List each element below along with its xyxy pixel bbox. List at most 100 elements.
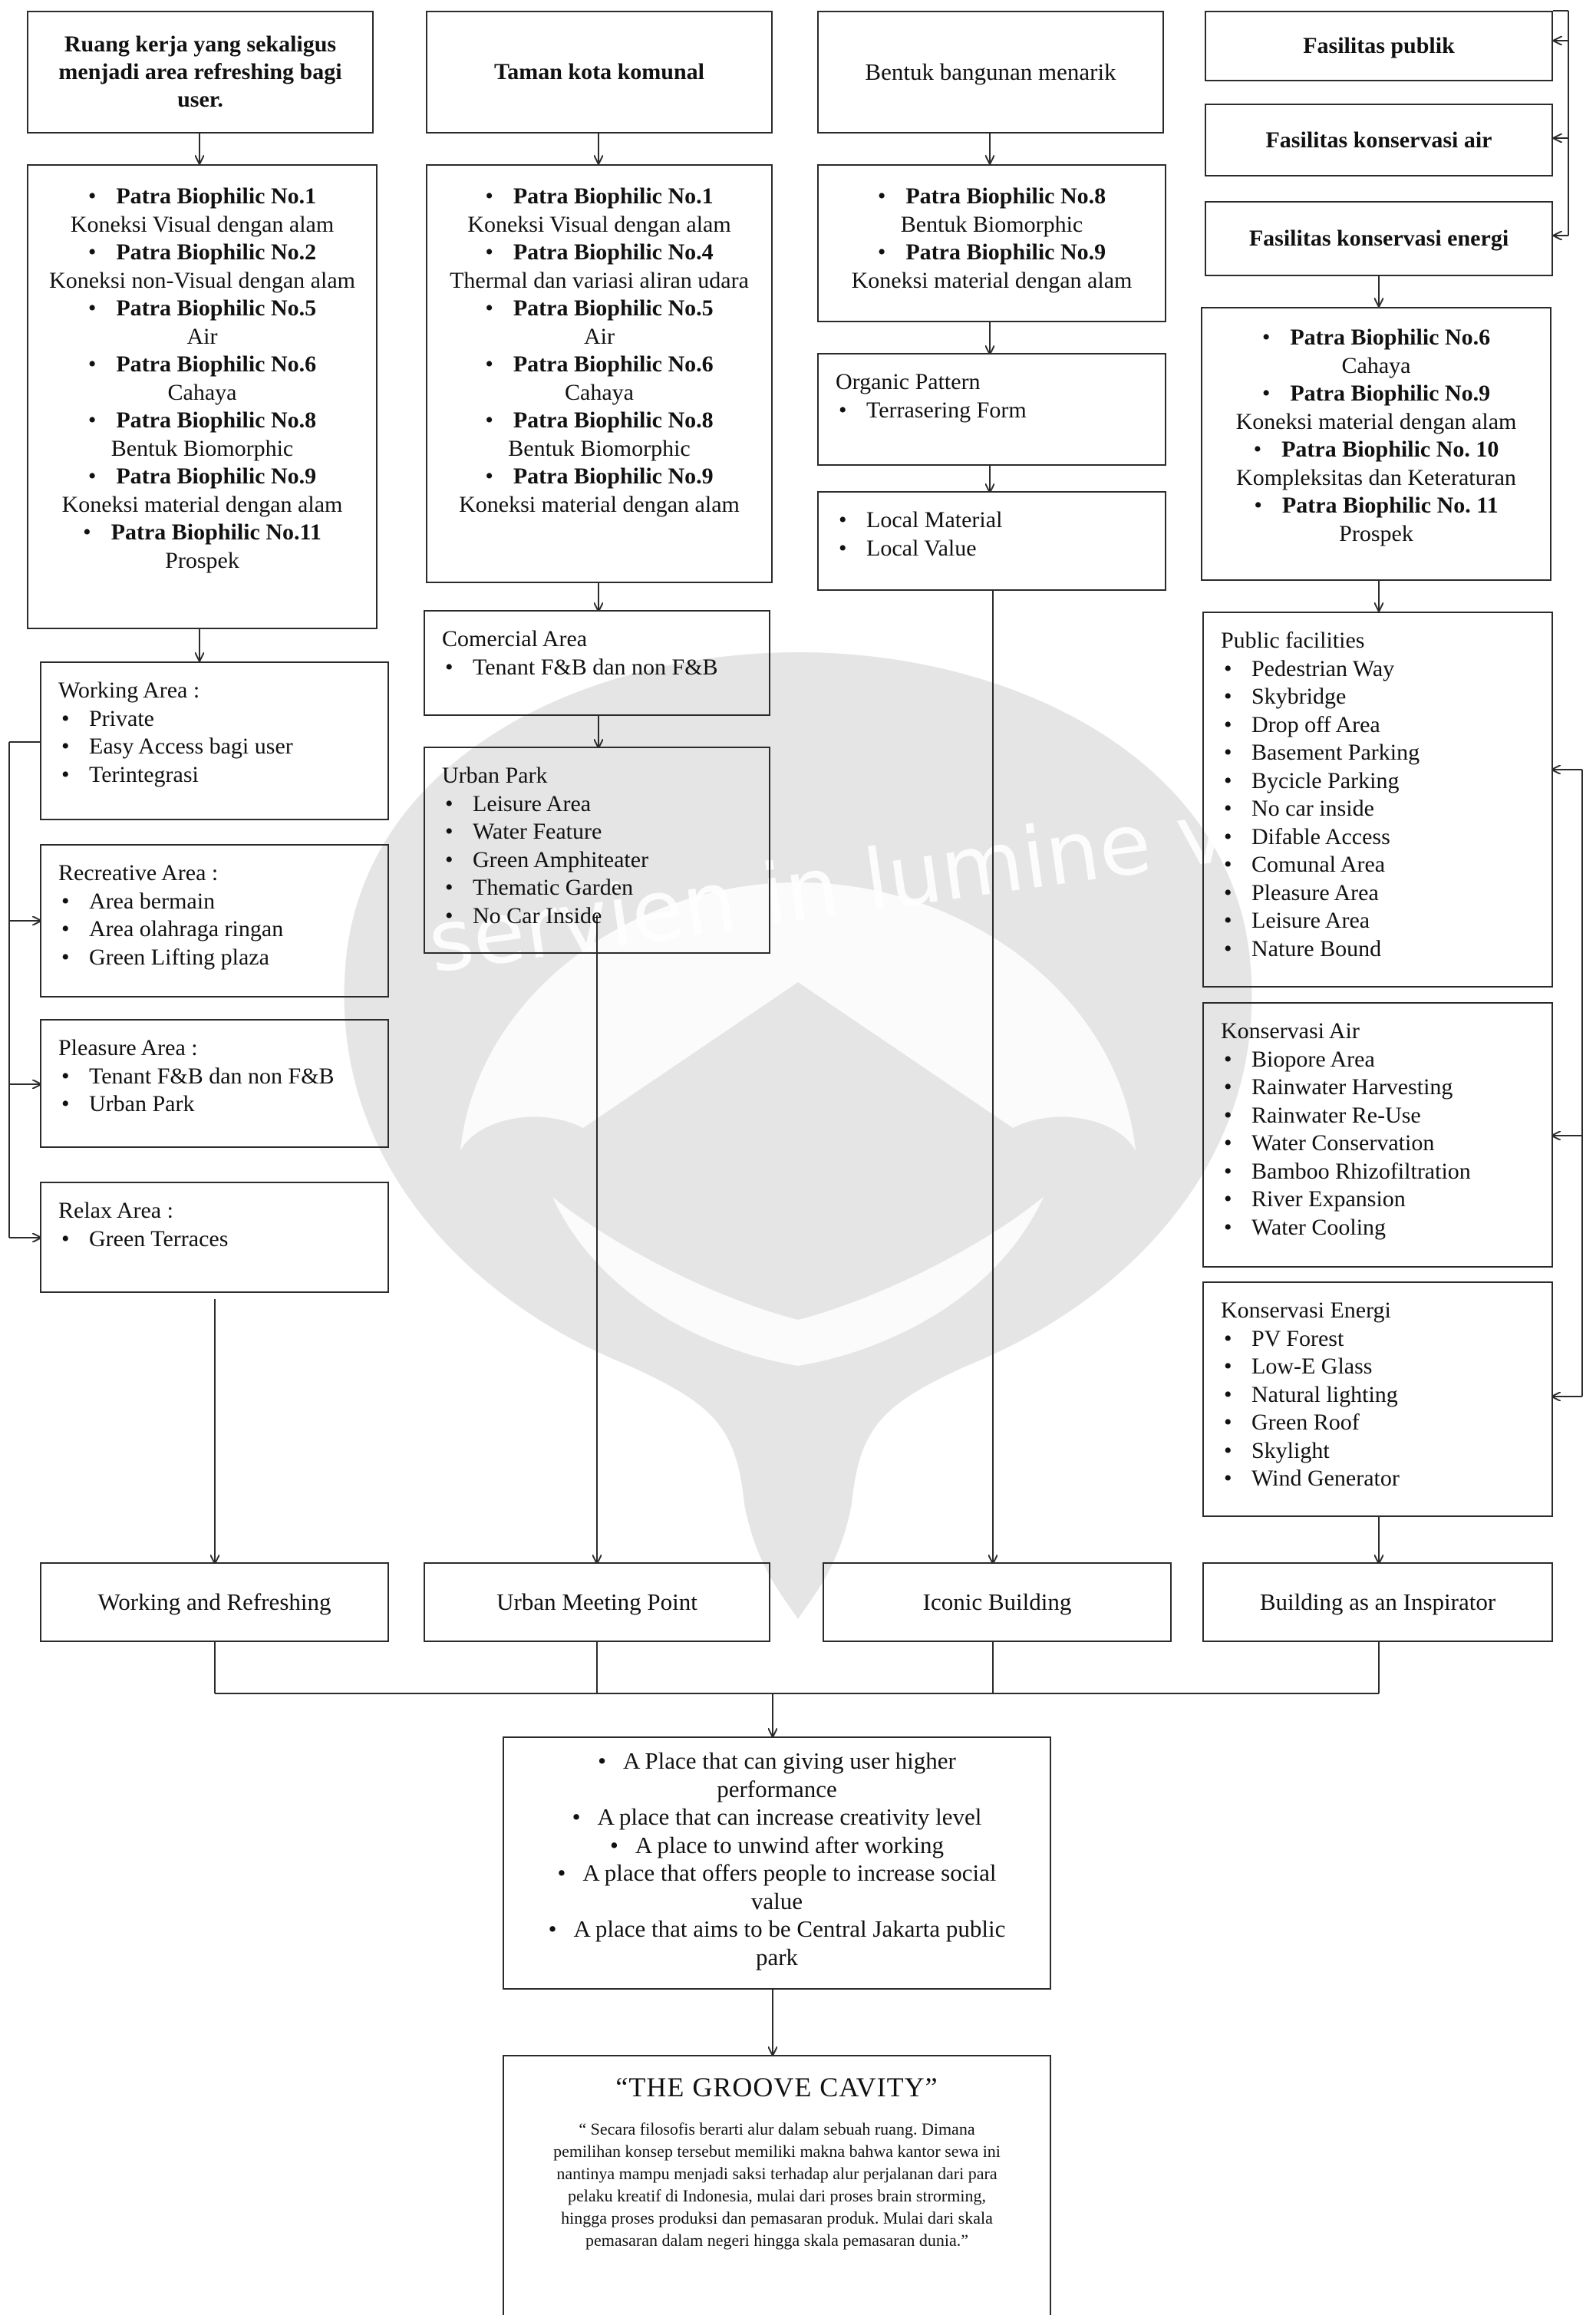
list-item: Private bbox=[58, 705, 372, 734]
col2-outcome: Urban Meeting Point bbox=[424, 1562, 770, 1642]
result-item: •A place to unwind after working bbox=[610, 1831, 944, 1858]
col1-outcome: Working and Refreshing bbox=[40, 1562, 389, 1642]
list-item: Low-E Glass bbox=[1221, 1353, 1536, 1381]
patra-desc: Bentuk Biomorphic bbox=[900, 211, 1083, 237]
list-item: Green Roof bbox=[1221, 1409, 1536, 1437]
area-title: Recreative Area : bbox=[58, 860, 219, 885]
list-item: Easy Access bagi user bbox=[58, 733, 372, 761]
col2-urban-park: Urban Park Leisure Area Water Feature Gr… bbox=[424, 747, 770, 954]
col3-header: Bentuk bangunan menarik bbox=[817, 11, 1164, 134]
list-item: PV Forest bbox=[1221, 1325, 1536, 1354]
list-item: Bamboo Rhizofiltration bbox=[1221, 1158, 1536, 1186]
list-item: Difable Access bbox=[1221, 823, 1536, 852]
patra-desc: Bentuk Biomorphic bbox=[110, 435, 294, 461]
col4-header-text: Fasilitas publik bbox=[1303, 33, 1455, 58]
outcome-label: Iconic Building bbox=[922, 1588, 1072, 1615]
list-item: Area olahraga ringan bbox=[58, 915, 372, 944]
list-item: Skybridge bbox=[1221, 683, 1536, 711]
patra-desc: Cahaya bbox=[167, 379, 237, 405]
result-item: •A place that offers people to increase … bbox=[557, 1859, 997, 1914]
patra-title: Patra Biophilic No.6 bbox=[1209, 324, 1544, 352]
patra-title: Patra Biophilic No.8 bbox=[825, 183, 1159, 211]
col2-commercial-area: Comercial Area Tenant F&B dan non F&B bbox=[424, 610, 770, 716]
list-item: Wind Generator bbox=[1221, 1465, 1536, 1493]
concept-title: “THE GROOVE CAVITY” bbox=[615, 2072, 938, 2102]
patra-desc: Koneksi material dengan alam bbox=[851, 267, 1133, 293]
result-text: A place that aims to be Central Jakarta … bbox=[573, 1915, 1006, 1970]
list-item: Natural lighting bbox=[1221, 1381, 1536, 1410]
list-item: Tenant F&B dan non F&B bbox=[442, 654, 753, 682]
col4-header-water: Fasilitas konservasi air bbox=[1205, 104, 1553, 176]
col1-relax-area: Relax Area : Green Terraces bbox=[40, 1182, 389, 1293]
col4-public-facilities: Public facilities Pedestrian Way Skybrid… bbox=[1202, 612, 1553, 988]
col2-patra-box: Patra Biophilic No.1 Koneksi Visual deng… bbox=[426, 164, 773, 583]
area-title: Comercial Area bbox=[442, 626, 588, 651]
concept-description: “ Secara filosofis berarti alur dalam se… bbox=[553, 2119, 1001, 2250]
outcome-label: Urban Meeting Point bbox=[496, 1588, 697, 1615]
patra-title: Patra Biophilic No.5 bbox=[35, 295, 370, 323]
list-item: Nature Bound bbox=[1221, 935, 1536, 964]
patra-desc: Koneksi Visual dengan alam bbox=[467, 211, 731, 237]
col1-recreative-area: Recreative Area : Area bermain Area olah… bbox=[40, 844, 389, 998]
list-item: Pleasure Area bbox=[1221, 879, 1536, 908]
outcome-label: Building as an Inspirator bbox=[1259, 1588, 1496, 1615]
list-item: Leisure Area bbox=[1221, 907, 1536, 935]
list-item: River Expansion bbox=[1221, 1186, 1536, 1214]
patra-title: Patra Biophilic No.8 bbox=[35, 407, 370, 435]
patra-desc: Koneksi material dengan alam bbox=[1235, 408, 1517, 434]
list-item: Local Material bbox=[836, 506, 1149, 535]
area-title: Working Area : bbox=[58, 678, 200, 703]
list-item: Comunal Area bbox=[1221, 851, 1536, 879]
col4-header-public: Fasilitas publik bbox=[1205, 11, 1553, 81]
patra-desc: Prospek bbox=[1339, 520, 1413, 546]
list-item: Green Amphiteater bbox=[442, 846, 753, 875]
patra-desc: Air bbox=[584, 323, 615, 349]
col4-outcome: Building as an Inspirator bbox=[1202, 1562, 1553, 1642]
list-item: Green Terraces bbox=[58, 1225, 372, 1254]
patra-desc: Koneksi Visual dengan alam bbox=[70, 211, 335, 237]
list-item: Thematic Garden bbox=[442, 874, 753, 902]
list-item: Green Lifting plaza bbox=[58, 944, 372, 972]
list-item: Leisure Area bbox=[442, 790, 753, 819]
result-text: A Place that can giving user higher perf… bbox=[622, 1747, 956, 1802]
area-title: Public facilities bbox=[1221, 628, 1365, 653]
col1-working-area: Working Area : Private Easy Access bagi … bbox=[40, 661, 389, 820]
result-text: A place to unwind after working bbox=[635, 1831, 944, 1858]
list-item: Skylight bbox=[1221, 1437, 1536, 1466]
area-title: Konservasi Air bbox=[1221, 1018, 1360, 1044]
list-item: Terrasering Form bbox=[836, 397, 1149, 425]
patra-title: Patra Biophilic No.9 bbox=[434, 463, 765, 491]
patra-title: Patra Biophilic No.5 bbox=[434, 295, 765, 323]
col3-patra-box: Patra Biophilic No.8 Bentuk Biomorphic P… bbox=[817, 164, 1166, 322]
list-item: Rainwater Harvesting bbox=[1221, 1073, 1536, 1102]
list-item: Basement Parking bbox=[1221, 739, 1536, 767]
list-item: Pedestrian Way bbox=[1221, 655, 1536, 684]
patra-title: Patra Biophilic No.9 bbox=[825, 239, 1159, 267]
col2-header: Taman kota komunal bbox=[426, 11, 773, 134]
col3-organic-pattern: Organic Pattern Terrasering Form bbox=[817, 353, 1166, 466]
col4-header-text: Fasilitas konservasi energi bbox=[1248, 226, 1509, 251]
col1-pleasure-area: Pleasure Area : Tenant F&B dan non F&B U… bbox=[40, 1019, 389, 1148]
result-box: •A Place that can giving user higher per… bbox=[503, 1736, 1051, 1990]
list-item: No car inside bbox=[1221, 795, 1536, 823]
patra-desc: Prospek bbox=[165, 547, 239, 573]
col2-header-text: Taman kota komunal bbox=[494, 59, 704, 84]
result-text: A place that offers people to increase s… bbox=[582, 1859, 997, 1914]
patra-title: Patra Biophilic No.11 bbox=[35, 519, 370, 547]
list-item: No Car Inside bbox=[442, 902, 753, 931]
list-item: Rainwater Re-Use bbox=[1221, 1102, 1536, 1130]
patra-desc: Kompleksitas dan Keteraturan bbox=[1236, 464, 1516, 490]
concept-box: “THE GROOVE CAVITY” “ Secara filosofis b… bbox=[503, 2055, 1051, 2315]
col4-header-text: Fasilitas konservasi air bbox=[1265, 127, 1492, 153]
list-item: Water Feature bbox=[442, 818, 753, 846]
list-item: Terintegrasi bbox=[58, 761, 372, 790]
patra-title: Patra Biophilic No. 11 bbox=[1209, 492, 1544, 520]
patra-desc: Thermal dan variasi aliran udara bbox=[450, 267, 749, 293]
patra-title: Patra Biophilic No.4 bbox=[434, 239, 765, 267]
col3-outcome: Iconic Building bbox=[823, 1562, 1172, 1642]
col4-water-conservation: Konservasi Air Biopore Area Rainwater Ha… bbox=[1202, 1002, 1553, 1268]
area-title: Pleasure Area : bbox=[58, 1035, 198, 1060]
col1-header-text: Ruang kerja yang sekaligus menjadi area … bbox=[58, 31, 342, 112]
area-title: Konservasi Energi bbox=[1221, 1298, 1391, 1323]
